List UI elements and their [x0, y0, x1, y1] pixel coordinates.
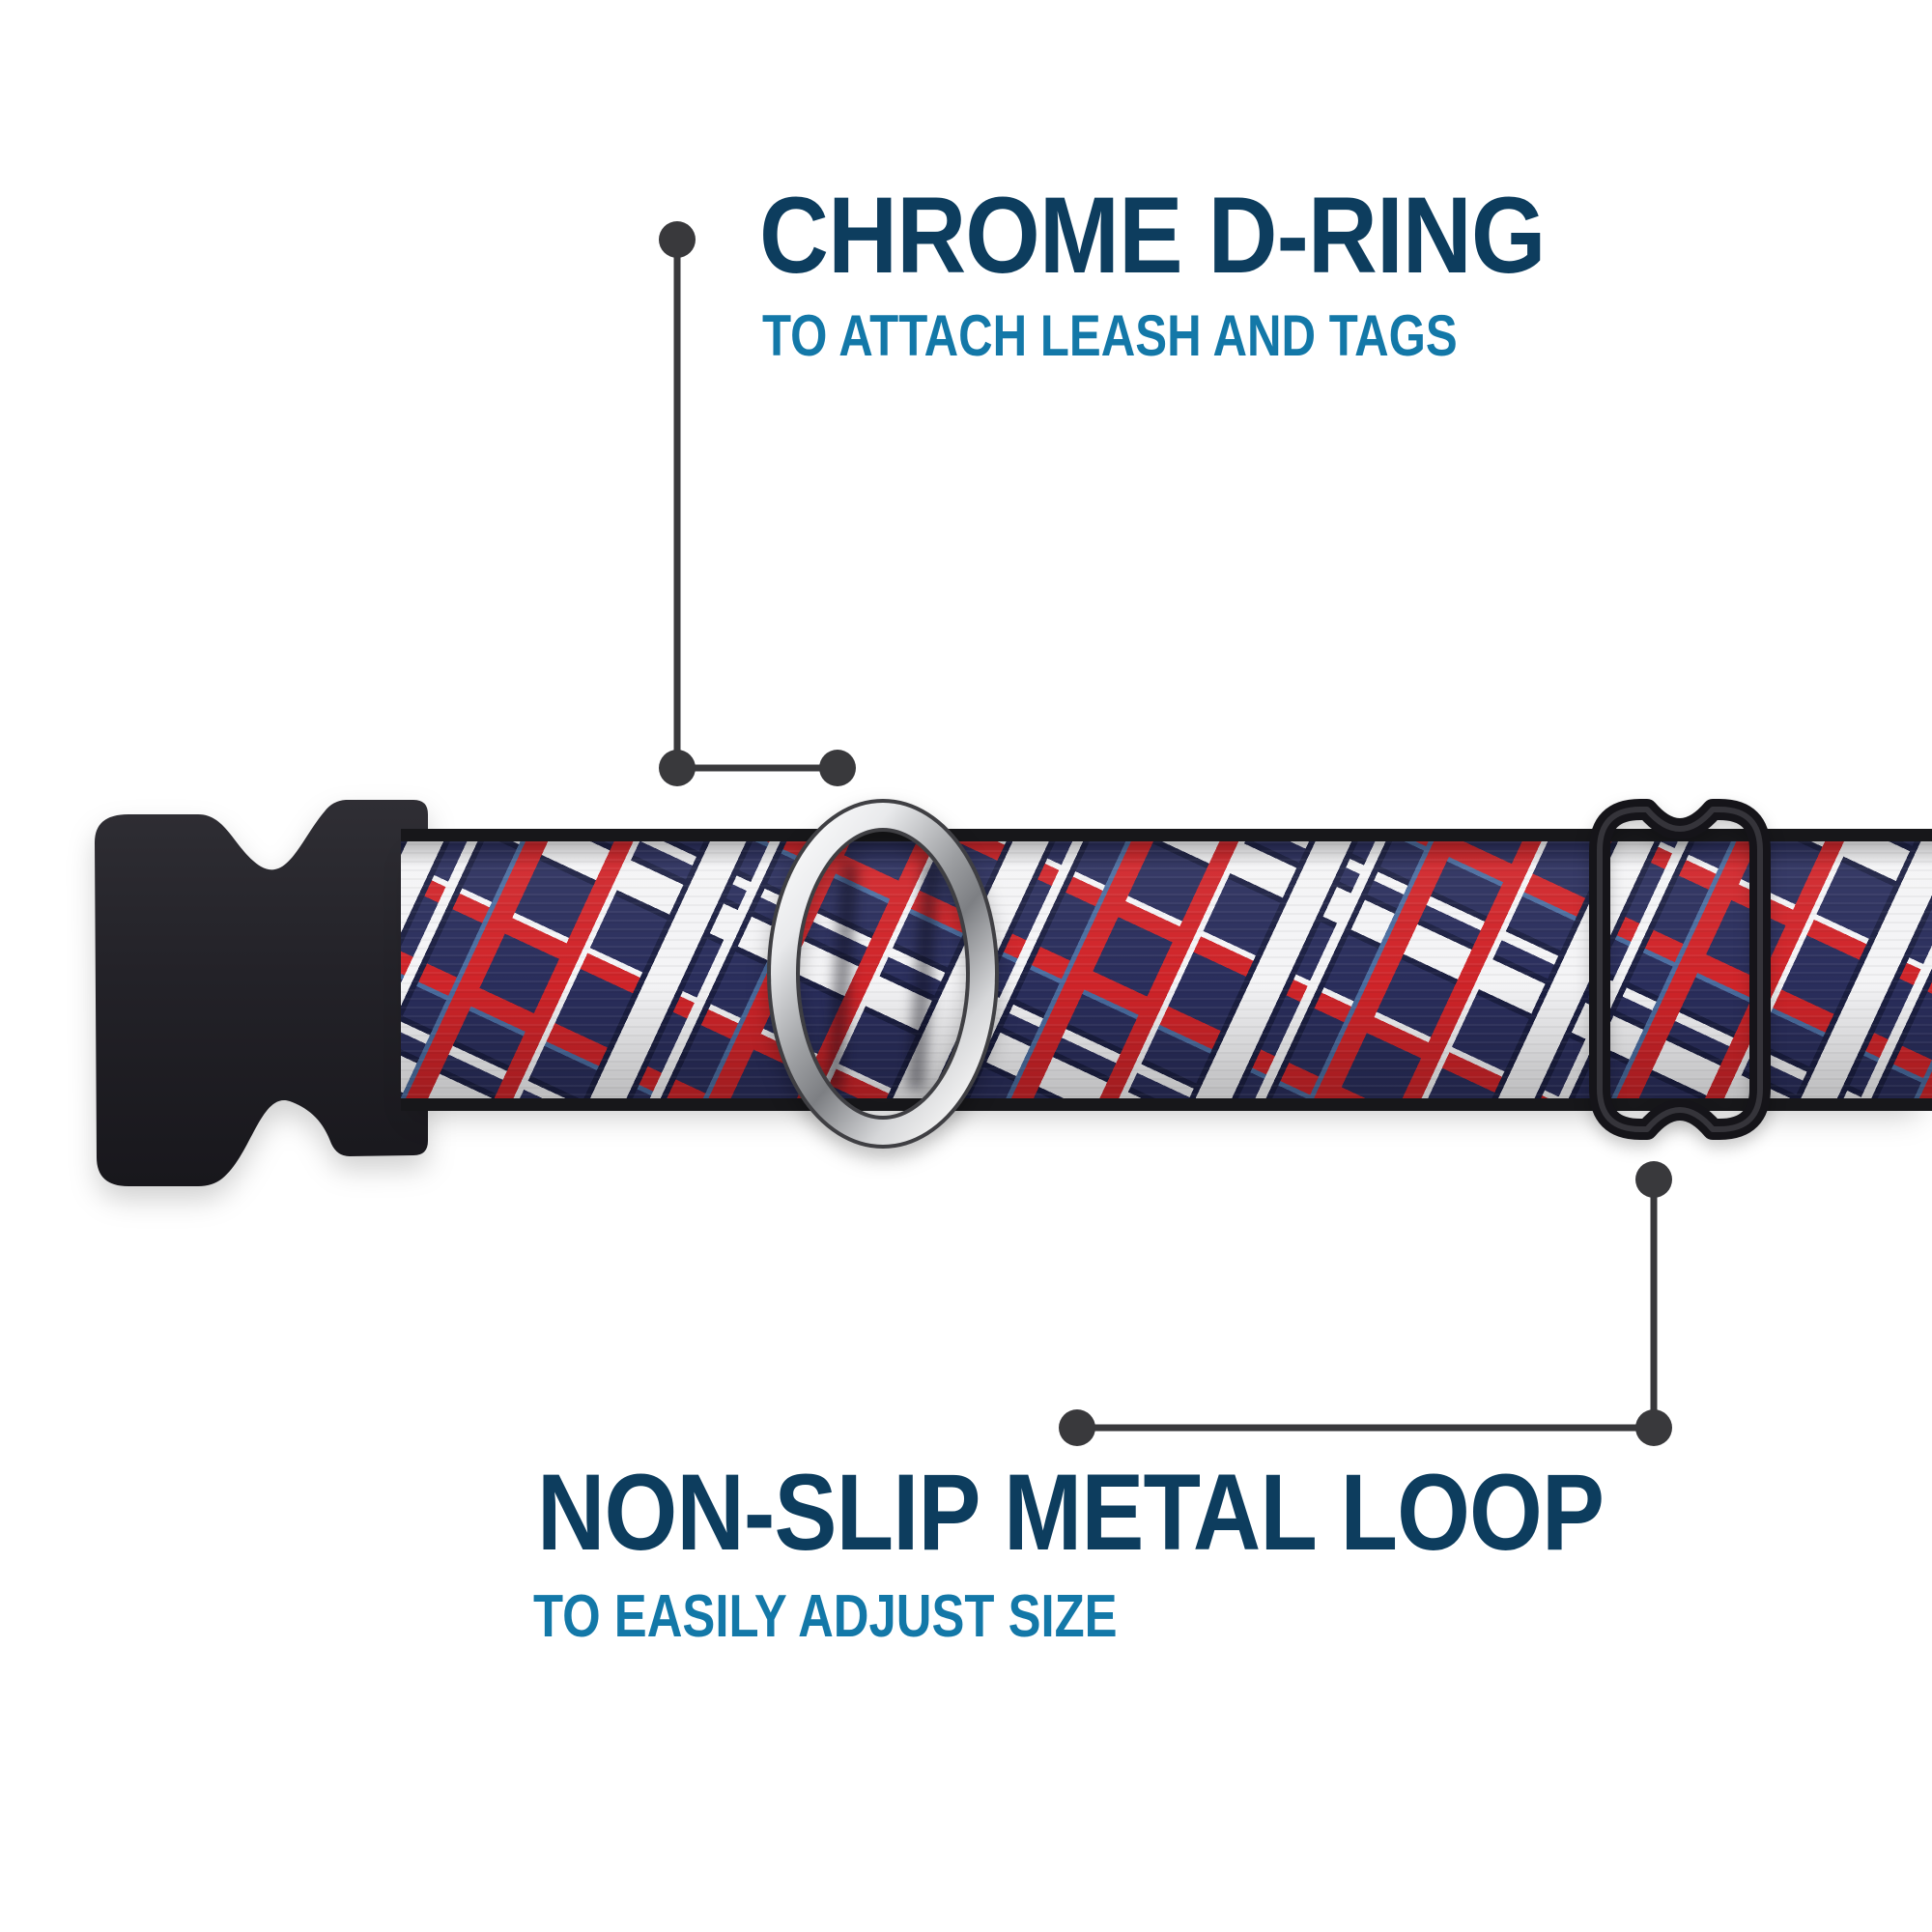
dring-fold-shadow-left [826, 862, 859, 1091]
loop-callout-title: NON-SLIP METAL LOOP [537, 1452, 1605, 1573]
connector-dot [1059, 1409, 1095, 1446]
plaid-webbing-pattern [401, 841, 1932, 1098]
connector-dot [1635, 1161, 1672, 1198]
collar-band [401, 829, 1932, 1111]
connector-dot [1635, 1409, 1672, 1446]
loop-callout-connector [1059, 1161, 1672, 1446]
connector-dot [819, 750, 856, 786]
dring-fold-shadow-right [907, 862, 940, 1091]
connector-dot [659, 221, 696, 258]
dring-callout-title: CHROME D-RING [759, 175, 1546, 296]
side-release-buckle [95, 800, 428, 1186]
dring-callout-subtitle: TO ATTACH LEASH AND TAGS [762, 303, 1458, 368]
connector-dot [659, 750, 696, 786]
loop-callout-subtitle: TO EASILY ADJUST SIZE [533, 1583, 1118, 1650]
